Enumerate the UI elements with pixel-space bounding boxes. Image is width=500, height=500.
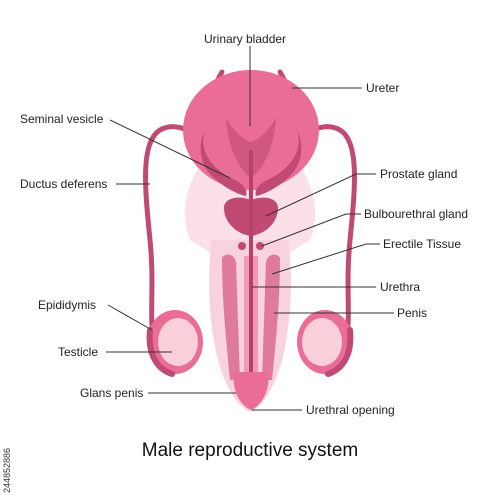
label-seminal-vesicle: Seminal vesicle [20, 112, 104, 126]
leader-seminal-vesicle [109, 119, 231, 179]
leader-prostate-gland [265, 173, 376, 217]
leader-bulbourethral-gland [261, 213, 361, 247]
leader-erectile-tissue [271, 243, 380, 275]
label-ductus-deferens: Ductus deferens [20, 177, 108, 191]
seminal-vesicle-left [200, 130, 247, 196]
testicle-left-inner [158, 318, 198, 366]
glans-penis-shape [233, 372, 269, 410]
bladder-inner-shape [226, 118, 276, 178]
label-testicle: Testicle [58, 345, 99, 359]
label-bulbourethral-gland: Bulbourethral gland [364, 207, 469, 221]
urinary-bladder-shape [183, 70, 319, 190]
label-erectile-tissue: Erectile Tissue [383, 237, 462, 251]
stock-image-id: 244852886 [2, 447, 12, 493]
epididymis-left [146, 327, 175, 377]
leader-lines [106, 46, 394, 411]
bulbourethral-gland-right [256, 242, 264, 250]
diagram-title: Male reproductive system [141, 440, 359, 461]
label-prostate-gland: Prostate gland [380, 167, 458, 181]
label-ureter: Ureter [366, 81, 400, 95]
label-epididymis: Epididymis [38, 298, 97, 312]
testicle-right-inner [302, 318, 342, 366]
label-penis: Penis [397, 306, 428, 320]
label-urinary-bladder: Urinary bladder [204, 32, 287, 46]
bulbourethral-gland-left [238, 242, 246, 250]
label-urethra: Urethra [380, 280, 421, 294]
erectile-tissue-right [262, 254, 280, 380]
seminal-vesicle-right [255, 130, 302, 196]
label-urethral-opening: Urethral opening [306, 403, 395, 417]
erectile-tissue-left [222, 254, 240, 380]
leader-epididymis [107, 304, 153, 331]
epididymis-right [325, 327, 354, 377]
label-glans-penis: Glans penis [80, 386, 144, 400]
urethra-shape [249, 150, 253, 398]
